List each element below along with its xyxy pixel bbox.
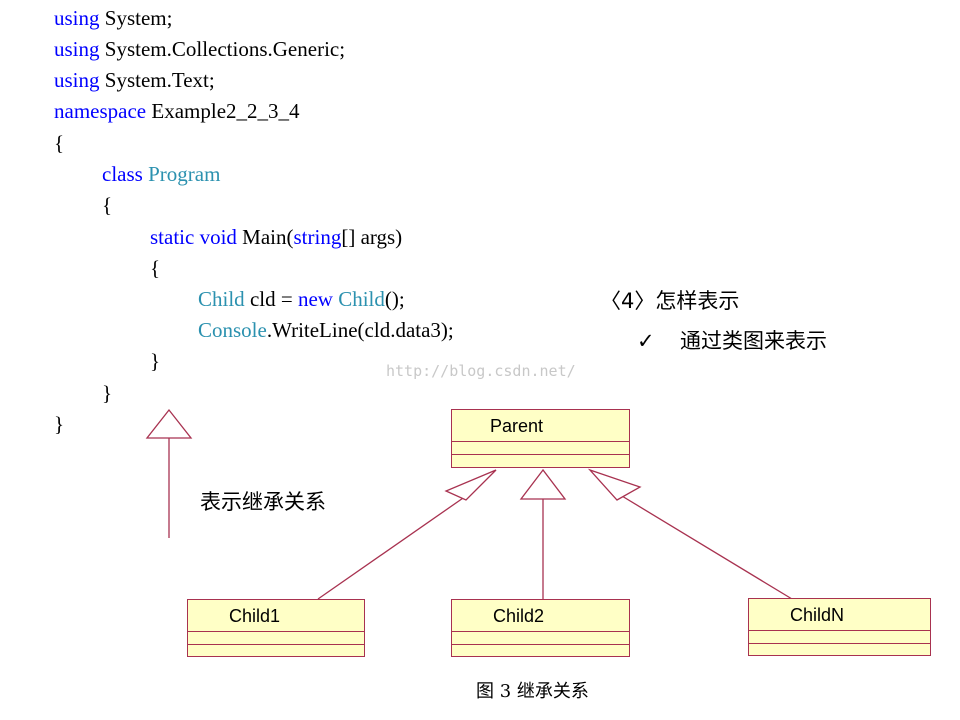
class-box-child1: Child1 — [187, 599, 365, 657]
arrowhead-child1-icon — [444, 469, 497, 501]
class-box-parent: Parent — [451, 409, 630, 468]
code-line-9: { — [150, 255, 160, 281]
code-line-3: using System.Text; — [54, 67, 215, 93]
class-divider — [452, 454, 629, 455]
code-text: Example2_2_3_4 — [146, 99, 300, 123]
code-line-4: namespace Example2_2_3_4 — [54, 98, 300, 124]
code-line-12: } — [150, 348, 160, 374]
code-line-1: using System; — [54, 5, 172, 31]
edge-child1-parent — [317, 495, 467, 600]
code-line-6: class Program — [102, 161, 220, 187]
code-keyword: static — [150, 225, 195, 249]
legend-arrowhead-icon — [145, 408, 193, 439]
code-line-8: static void Main(string[] args) — [150, 224, 402, 250]
section-heading: 〈4〉怎样表示 — [600, 289, 740, 313]
code-keyword: string — [293, 225, 342, 249]
code-line-2: using System.Collections.Generic; — [54, 36, 345, 62]
class-name-child1: Child1 — [229, 606, 281, 626]
code-brace: } — [102, 381, 113, 405]
class-divider — [452, 441, 629, 442]
code-keyword: class — [102, 162, 143, 186]
code-brace: { — [102, 193, 113, 217]
checkmark-icon: ✓ — [637, 329, 655, 353]
code-line-14: } — [54, 411, 64, 437]
code-keyword: using — [54, 37, 100, 61]
arrowhead-child2-icon — [519, 468, 567, 500]
code-text: (); — [384, 287, 405, 311]
code-text: [] args) — [341, 225, 403, 249]
code-line-10: Child cld = new Child(); — [198, 286, 405, 312]
watermark: http://blog.csdn.net/ — [386, 362, 576, 380]
code-text: cld = — [244, 287, 298, 311]
class-name-child2: Child2 — [493, 606, 545, 626]
code-line-7: { — [102, 192, 112, 218]
class-divider — [749, 643, 930, 644]
code-type: Child — [332, 287, 385, 311]
code-keyword: using — [54, 68, 100, 92]
code-text: Main( — [236, 225, 294, 249]
code-line-13: } — [102, 380, 112, 406]
class-divider — [452, 644, 629, 645]
class-name-childN: ChildN — [790, 605, 845, 625]
code-type: Console — [198, 318, 267, 342]
code-text: System.Collections.Generic; — [99, 37, 346, 61]
code-type: Program — [142, 162, 221, 186]
bullet-text: 通过类图来表示 — [680, 329, 827, 353]
code-keyword: using — [54, 6, 100, 30]
code-text: .WriteLine(cld.data3); — [266, 318, 454, 342]
code-text: System; — [99, 6, 173, 30]
class-name-parent: Parent — [490, 416, 544, 436]
code-keyword: new — [297, 287, 333, 311]
figure-caption: 图 3 继承关系 — [476, 681, 589, 702]
code-brace: { — [150, 256, 161, 280]
class-divider — [188, 631, 364, 632]
code-brace: { — [54, 131, 65, 155]
code-keyword: namespace — [54, 99, 147, 123]
class-divider — [749, 630, 930, 631]
class-divider — [452, 631, 629, 632]
edge-childN-parent — [616, 492, 793, 600]
code-brace: } — [150, 349, 161, 373]
code-text: System.Text; — [99, 68, 215, 92]
code-line-5: { — [54, 130, 64, 156]
arrowhead-childN-icon — [587, 468, 642, 501]
class-box-childN: ChildN — [748, 598, 931, 656]
code-brace: } — [54, 412, 65, 436]
class-divider — [188, 644, 364, 645]
class-box-child2: Child2 — [451, 599, 630, 657]
inherit-legend-label: 表示继承关系 — [200, 490, 326, 514]
code-type: Child — [198, 287, 245, 311]
code-line-11: Console.WriteLine(cld.data3); — [198, 317, 454, 343]
code-keyword: void — [194, 225, 237, 249]
